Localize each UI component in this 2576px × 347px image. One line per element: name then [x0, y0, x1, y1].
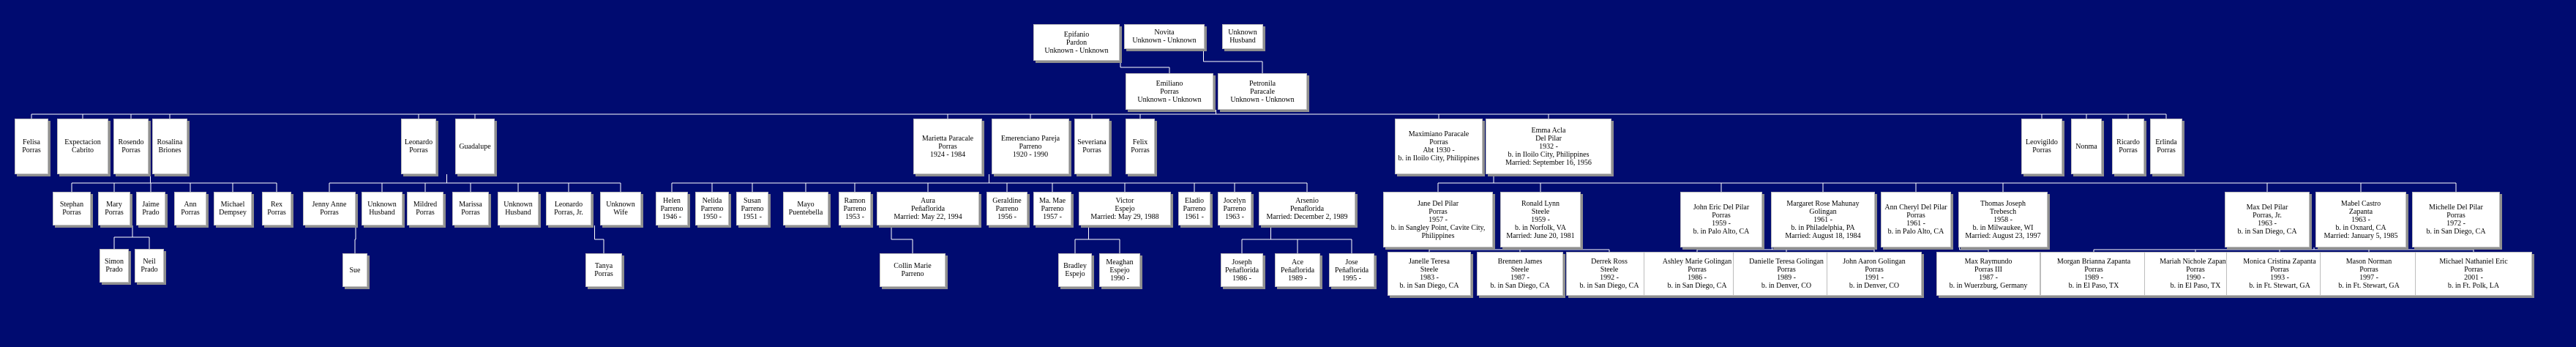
person-box[interactable]: Victor Espejo Married: May 29, 1988 [1079, 192, 1171, 225]
person-box[interactable]: Ann Cheryl Del Pilar Porras 1961 - b. in… [1881, 192, 1951, 247]
person-box[interactable]: Michelle Del Pilar Porras 1972 - b. in S… [2412, 192, 2500, 247]
person-box[interactable]: Jenny Anne Porras [303, 192, 356, 225]
person-box[interactable]: Emiliano Porras Unknown - Unknown [1126, 73, 1213, 110]
person-box[interactable]: Felix Porras [1126, 119, 1155, 174]
person-box[interactable]: Mayo Puentebella [783, 192, 828, 225]
person-box[interactable]: Unknown Husband [362, 192, 402, 225]
person-box[interactable]: Nonma [2071, 119, 2102, 174]
person-box[interactable]: Maximiano Paracale Porras Abt 1930 - b. … [1395, 119, 1483, 174]
person-box[interactable]: Brennen James Steele 1987 - b. in San Di… [1477, 252, 1563, 296]
person-box[interactable]: Rosalina Briones [152, 119, 187, 174]
person-box[interactable]: Unknown Husband [1222, 24, 1263, 49]
person-box[interactable]: Michael Nathaniel Eric Porras 2001 - b. … [2415, 252, 2532, 296]
person-box[interactable]: John Eric Del Pilar Porras 1959 - b. in … [1680, 192, 1762, 247]
person-box[interactable]: Janelle Teresa Steele 1983 - b. in San D… [1388, 252, 1471, 296]
person-box[interactable]: Marietta Paracale Porras 1924 - 1984 [913, 119, 982, 174]
person-box[interactable]: Jaime Prado [136, 192, 165, 225]
person-box[interactable]: Ashley Marie Golingan Porras 1986 - b. i… [1644, 252, 1751, 296]
person-box[interactable]: Arsenio Penaflorida Married: December 2,… [1259, 192, 1355, 225]
person-box[interactable]: Jane Del Pilar Porras 1957 - b. in Sangl… [1383, 192, 1493, 247]
person-box[interactable]: Geraldine Parreno 1956 - [986, 192, 1027, 225]
person-box[interactable]: John Aaron Golingan Porras 1991 - b. in … [1827, 252, 1922, 296]
person-box[interactable]: Neil Prado [135, 249, 164, 283]
person-box[interactable]: Sue [342, 253, 367, 287]
person-box[interactable]: Max Raymundo Porras III 1987 - b. in Wue… [1936, 252, 2040, 296]
person-box[interactable]: Emma Acla Del Pilar 1932 - b. in Iloilo … [1486, 119, 1611, 174]
person-box[interactable]: Ramon Parreno 1953 - [839, 192, 871, 225]
person-box[interactable]: Ace Peñaflorida 1989 - [1275, 253, 1320, 287]
person-box[interactable]: Simon Prado [100, 249, 129, 283]
person-box[interactable]: Unknown Wife [600, 192, 641, 225]
person-box[interactable]: Collin Marie Parreno [880, 253, 946, 287]
person-box[interactable]: Guadalupe [455, 119, 495, 174]
person-box[interactable]: Leovigildo Porras [2021, 119, 2062, 174]
person-box[interactable]: Ma. Mae Parreno 1957 - [1033, 192, 1071, 225]
person-box[interactable]: Ricardo Porras [2112, 119, 2144, 174]
person-box[interactable]: Petronila Paracale Unknown - Unknown [1218, 73, 1307, 110]
person-box[interactable]: Epifanio Pardon Unknown - Unknown [1033, 24, 1120, 61]
person-box[interactable]: Tanya Porras [585, 253, 622, 287]
person-box[interactable]: Helen Parreno 1946 - [656, 192, 688, 225]
person-box[interactable]: Nelida Parreno 1950 - [695, 192, 729, 225]
person-box[interactable]: Leonardo Porras [401, 119, 436, 174]
person-box[interactable]: Jocelyn Parreno 1963 - [1218, 192, 1251, 225]
person-box[interactable]: Stephan Porras [53, 192, 91, 225]
person-box[interactable]: Susan Parreno 1951 - [736, 192, 768, 225]
person-box[interactable]: Max Del Pilar Porras, Jr. 1963 - b. in S… [2225, 192, 2310, 247]
person-box[interactable]: Felisa Porras [15, 119, 48, 174]
person-box[interactable]: Bradley Espejo [1058, 253, 1092, 287]
person-box[interactable]: Michael Dempsey [214, 192, 252, 225]
person-box[interactable]: Jose Peñaflorida 1995 - [1329, 253, 1374, 287]
person-box[interactable]: Joseph Peñaflorida 1986 - [1221, 253, 1263, 287]
person-box[interactable]: Rosendo Porras [113, 119, 149, 174]
person-box[interactable]: Erlinda Porras [2150, 119, 2182, 174]
person-box[interactable]: Mason Norman Porras 1997 - b. in Ft. Ste… [2320, 252, 2418, 296]
person-box[interactable]: Thomas Joseph Trebesch 1958 - b. in Milw… [1958, 192, 2048, 247]
person-box[interactable]: Danielle Teresa Golingan Porras 1989 - b… [1733, 252, 1840, 296]
person-box[interactable]: Mary Porras [98, 192, 130, 225]
person-box[interactable]: Emerenciano Pareja Parreno 1920 - 1990 [992, 119, 1069, 174]
person-box[interactable]: Ann Porras [174, 192, 206, 225]
person-box[interactable]: Aura Peñaflorida Married: May 22, 1994 [877, 192, 979, 225]
person-box[interactable]: Leonardo Porras, Jr. [546, 192, 591, 225]
person-box[interactable]: Marissa Porras [452, 192, 489, 225]
person-box[interactable]: Eladio Parreno 1961 - [1178, 192, 1210, 225]
person-box[interactable]: Meaghan Espejo 1990 - [1099, 253, 1140, 287]
person-box[interactable]: Rex Porras [262, 192, 291, 225]
person-box[interactable]: Expectacion Cabrito [57, 119, 108, 174]
person-box[interactable]: Unknown Husband [498, 192, 539, 225]
person-box[interactable]: Monica Cristina Zapanta Porras 1993 - b.… [2226, 252, 2333, 296]
person-box[interactable]: Derrek Ross Steele 1992 - b. in San Dieg… [1566, 252, 1652, 296]
person-box[interactable]: Novita Unknown - Unknown [1124, 24, 1205, 49]
person-box[interactable]: Mabel Castro Zapanta 1963 - b. in Oxnard… [2315, 192, 2406, 247]
person-box[interactable]: Severiana Porras [1074, 119, 1109, 174]
person-box[interactable]: Ronald Lynn Steele 1959 - b. in Norfolk,… [1500, 192, 1581, 247]
person-box[interactable]: Mildred Porras [407, 192, 443, 225]
person-box[interactable]: Margaret Rose Mahunay Golingan 1961 - b.… [1771, 192, 1875, 247]
person-box[interactable]: Morgan Brianna Zapanta Porras 1989 - b. … [2040, 252, 2147, 296]
